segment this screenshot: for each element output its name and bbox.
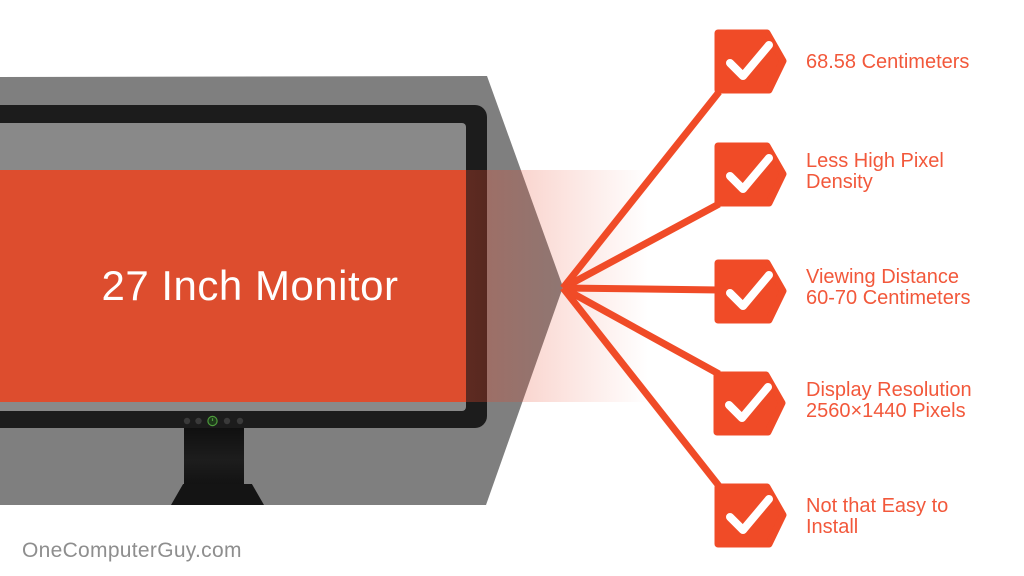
- screen-orange-band: [0, 170, 466, 402]
- feature-label-line: Viewing Distance: [806, 266, 960, 288]
- feature-label: 68.58 Centimeters: [806, 52, 969, 73]
- feature-badge: [714, 259, 787, 324]
- feature-label-line: 60-70 Centimeters: [806, 287, 971, 309]
- check-icon: [726, 41, 773, 80]
- monitor-stand-base: [171, 484, 264, 505]
- feature-label: Viewing Distance 60-70 Centimeters: [806, 267, 971, 309]
- feature-badge: [714, 29, 787, 94]
- watermark-text: OneComputerGuy.com: [22, 539, 242, 562]
- feature-label: Less High Pixel Density: [806, 151, 944, 193]
- feature-label-line: Not that Easy to: [806, 495, 949, 517]
- monitor-button-icon: [223, 417, 231, 425]
- feature-label-line: 68.58 Centimeters: [806, 51, 970, 73]
- feature-label-line: Install: [806, 516, 859, 538]
- feature-label: Not that Easy to Install: [806, 496, 948, 538]
- feature-label-line: Density: [806, 171, 873, 193]
- feature-label-line: Display Resolution: [806, 379, 972, 401]
- feature-label-line: Less High Pixel: [806, 150, 944, 172]
- monitor-button-icon: [183, 417, 191, 425]
- check-icon: [726, 154, 773, 193]
- monitor-control-buttons: [183, 415, 244, 427]
- monitor-screen: [0, 123, 466, 411]
- feature-badge: [713, 371, 786, 436]
- check-icon: [725, 383, 772, 422]
- monitor-button-icon: [195, 417, 202, 425]
- check-icon: [726, 495, 773, 534]
- power-button-icon: [207, 415, 218, 427]
- feature-badge: [714, 483, 787, 548]
- feature-label: Display Resolution 2560×1440 Pixels: [806, 380, 972, 422]
- check-icon: [726, 271, 773, 310]
- monitor-button-icon: [236, 417, 244, 425]
- feature-label-line: 2560×1440 Pixels: [806, 400, 966, 422]
- feature-badge: [714, 142, 787, 207]
- monitor-title: 27 Inch Monitor: [101, 262, 399, 309]
- monitor-stand-neck: [184, 428, 244, 486]
